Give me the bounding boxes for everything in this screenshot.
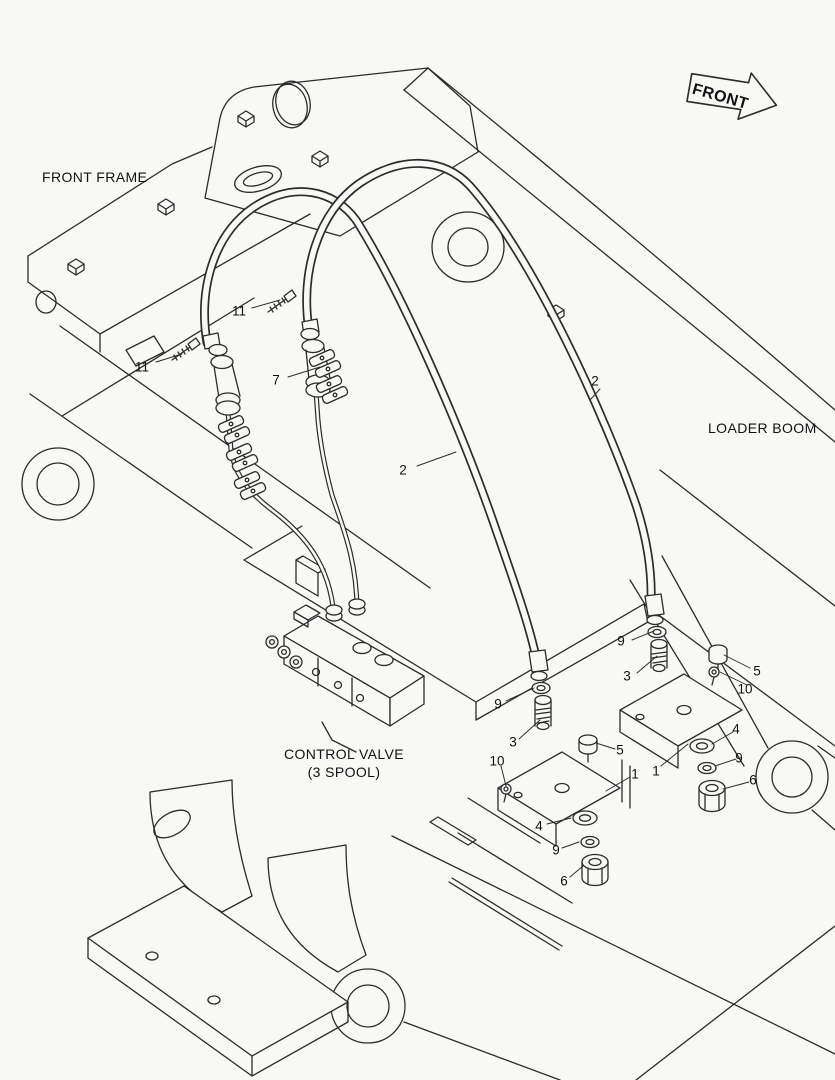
part-callout-9-left-bottom: 9 [552,842,560,858]
part-callout-11-upper: 11 [231,303,247,319]
mounting-bolts [171,289,297,361]
bracket-assembly-right [619,644,743,813]
control-valve-assembly [265,604,425,753]
part-callout-2-left: 2 [399,462,407,478]
part-callout-10-left: 10 [489,753,505,769]
leader-lines [155,299,751,878]
part-callout-1-left: 1 [631,766,639,782]
front-frame-label: FRONT FRAME [42,169,148,185]
tube-clamps [217,349,349,500]
part-callout-10-right: 10 [737,681,753,697]
part-callout-4-left: 4 [535,818,543,834]
control-valve-label: CONTROL VALVE (3 SPOOL) [272,745,416,781]
part-callout-3-left: 3 [509,734,517,750]
part-callout-3-right: 3 [623,668,631,684]
part-callout-7: 7 [272,372,280,388]
part-callout-9-left-top: 9 [494,696,502,712]
front-direction-arrow: FRONT [686,72,778,121]
part-callout-6-right: 6 [749,772,757,788]
part-callout-9-right-top: 9 [617,633,625,649]
support-stand [87,779,367,1077]
steel-tubes [225,389,366,622]
part-callout-9-right-bottom: 9 [735,750,743,766]
front-frame-structure [21,67,835,951]
part-callout-6-left: 6 [560,873,568,889]
control-valve-label-line2: (3 SPOOL) [307,764,381,781]
part-callout-1-right: 1 [652,763,660,779]
hose-fitting-stack-left [528,649,552,731]
loader-boom-structure [330,67,835,1080]
part-callout-2-right: 2 [591,373,599,389]
loader-boom-label: LOADER BOOM [708,420,817,436]
part-callout-4-right: 4 [732,721,740,737]
part-callout-11-lower: 11 [134,359,150,375]
control-valve-label-line1: CONTROL VALVE [283,746,405,762]
part-callout-5-left: 5 [616,742,624,758]
hose-fitting-stack-right [644,593,668,673]
part-callout-5-right: 5 [753,663,761,679]
hydraulic-hoses [200,159,656,667]
elbow-fittings [202,318,331,416]
bracket-assembly-left [497,734,621,887]
